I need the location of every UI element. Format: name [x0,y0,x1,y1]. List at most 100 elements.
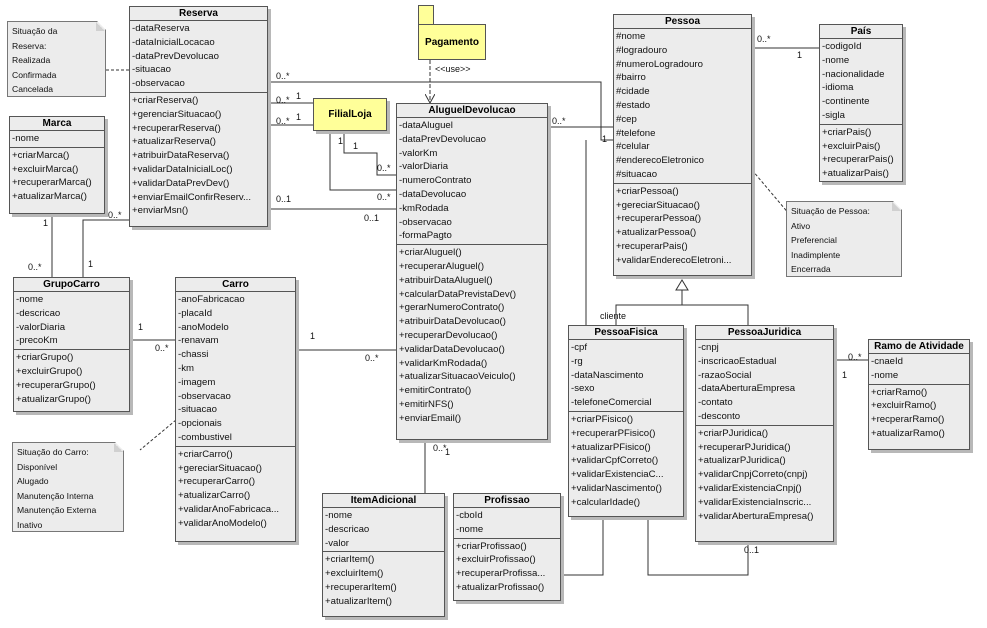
assoc-grupo-reserva [82,219,129,277]
attribute: #situacao [616,168,658,180]
class-pessoa[interactable]: Pessoa #nome #logradouro #numeroLogradou… [613,14,752,276]
class-carro[interactable]: Carro -anoFabricacao -placaId -anoModelo… [175,277,296,542]
operations-section: +criarPFisico() +recuperarPFisico() +atu… [569,412,683,511]
operation: +validarExistenciaInscric... [698,496,812,508]
note-line: Situação do Carro: [17,447,89,457]
attribute: -renavam [178,335,219,347]
attribute: -nome [822,54,850,66]
attribute: -desconto [698,410,741,422]
class-pessoajuridica[interactable]: PessoaJuridica -cnpj -inscricaoEstadual … [695,325,834,542]
class-reserva[interactable]: Reserva -dataReserva -dataInicialLocacao… [129,6,268,227]
class-ramo-de-atividade[interactable]: Ramo de Atividade -cnaeId -nome +criarRa… [868,339,970,450]
class-title: AluguelDevolucao [397,104,547,118]
operation: +validarDataDevolucao() [399,343,505,355]
gen-line-juridica [682,304,749,325]
class-pais[interactable]: País -codigoId -nome -nacionalidade -idi… [819,24,903,182]
note-line: Situação da [12,26,58,36]
attributes-section: -cpf -rg -dataNascimento -sexo -telefone… [569,340,683,412]
attribute: -formaPagto [399,230,452,242]
attribute: -imagem [178,376,216,388]
operation: +atualizarGrupo() [16,393,91,405]
package-title: Pagamento [425,37,479,48]
multiplicity: 1 [43,218,49,228]
class-marca[interactable]: Marca -nome +criarMarca() +excluirMarca(… [9,116,105,214]
class-profissao[interactable]: Profissao -cboId -nome +criarProfissao()… [453,493,561,601]
multiplicity: 1 [602,134,608,144]
attributes-section: -nome -descricao -valorDiaria -precoKm [14,292,129,351]
operation: +recuperarPFisico() [571,427,656,439]
operation: +atribuirDataDevolucao() [399,316,506,328]
class-grupocarro[interactable]: GrupoCarro -nome -descricao -valorDiaria… [13,277,130,412]
operation: +emitirNFS() [399,398,454,410]
class-title: Profissao [454,494,560,508]
class-title: Reserva [130,7,267,21]
assoc-reserva-pessoa [268,81,613,141]
attribute: -opcionais [178,418,222,430]
operation: +criarPais() [822,126,872,138]
operation: +atualizarRamo() [871,427,945,439]
attribute: -valor [325,537,349,549]
operations-section: +criarProfissao() +excluirProfissao() +r… [454,539,560,596]
operation: +excluirPais() [822,140,881,152]
operation: +recperarRamo() [871,414,945,426]
attribute: #logradouro [616,44,668,56]
note-situacao-pessoa: Situação de Pessoa: Ativo Preferencial I… [786,201,902,277]
operation: +gerenciarSituacao() [132,108,222,120]
note-situacao-reserva: Situação da Reserva: Realizada Confirmad… [7,21,106,97]
note-line: Inadimplente [791,249,841,260]
operation: +criarReserva() [132,94,199,106]
operation: +validarAnoModelo() [178,517,267,529]
operation: +calcularIdade() [571,496,641,508]
operation: +atualizarItem() [325,595,392,607]
attribute: -inscricaoEstadual [698,355,777,367]
operation: +enviarEmailConfirReserv... [132,191,251,203]
class-alugueldevolucao[interactable]: AluguelDevolucao -dataAluguel -dataPrevD… [396,103,548,440]
class-title: PessoaJuridica [696,326,833,340]
multiplicity: 1 [445,447,451,457]
attribute: #cidade [616,86,650,98]
class-filialloja[interactable]: FilialLoja [313,98,387,131]
multiplicity: 0..1 [744,545,760,555]
attribute: -dataReserva [132,23,190,34]
class-title: Carro [176,278,295,292]
class-title: Pessoa [614,15,751,29]
attribute: -numeroContrato [399,175,472,187]
attribute: -sexo [571,383,595,395]
attributes-section: -dataReserva -dataInicialLocacao -dataPr… [130,21,267,93]
attribute: -observacao [399,216,452,228]
note-situacao-carro: Situação do Carro: Disponível Alugado Ma… [12,442,124,532]
attribute: -cboId [456,510,483,521]
generalization-arrowhead [675,279,689,291]
note-link-pessoa [751,169,791,216]
class-itemadicional[interactable]: ItemAdicional -nome -descricao -valor +c… [322,493,445,617]
operations-section: +criarPessoa() +gereciarSituacao() +recu… [614,184,751,269]
attribute: -placaId [178,307,213,319]
operation: +emitirContrato() [399,385,472,397]
operations-section: +criarAluguel() +recuperarAluguel() +atr… [397,245,547,426]
attribute: -nacionalidade [822,68,885,80]
class-pessoafisica[interactable]: PessoaFisica -cpf -rg -dataNascimento -s… [568,325,684,517]
operation: +validarEnderecoEletroni... [616,254,732,266]
operation: +recuperarReserva() [132,122,221,134]
package-pagamento[interactable]: Pagamento [418,24,486,60]
attribute: -continente [822,96,870,108]
operation: +atualizarMarca() [12,191,87,203]
operation: +atualizarCarro() [178,490,251,502]
note-link-carro [139,419,177,451]
attributes-section: -cnaeId -nome [869,354,969,385]
operation: +calcularDataPrevistaDev() [399,288,517,300]
operation: +gereciarSituacao() [178,462,262,474]
multiplicity: 0..* [276,116,290,126]
attribute: -valorDiaria [16,321,66,333]
attribute: #numeroLogradouro [616,58,703,70]
attribute: -nome [456,523,484,535]
attribute: #celular [616,141,650,153]
multiplicity: 0..* [433,443,447,453]
operation: +recuperarMarca() [12,177,92,189]
operation: +atribuirDataReserva() [132,150,230,162]
operation: +criarCarro() [178,448,233,460]
class-title: PessoaFisica [569,326,683,340]
attribute: #estado [616,99,651,111]
note-fold-icon [892,202,901,211]
attribute: #enderecoEletronico [616,155,705,167]
